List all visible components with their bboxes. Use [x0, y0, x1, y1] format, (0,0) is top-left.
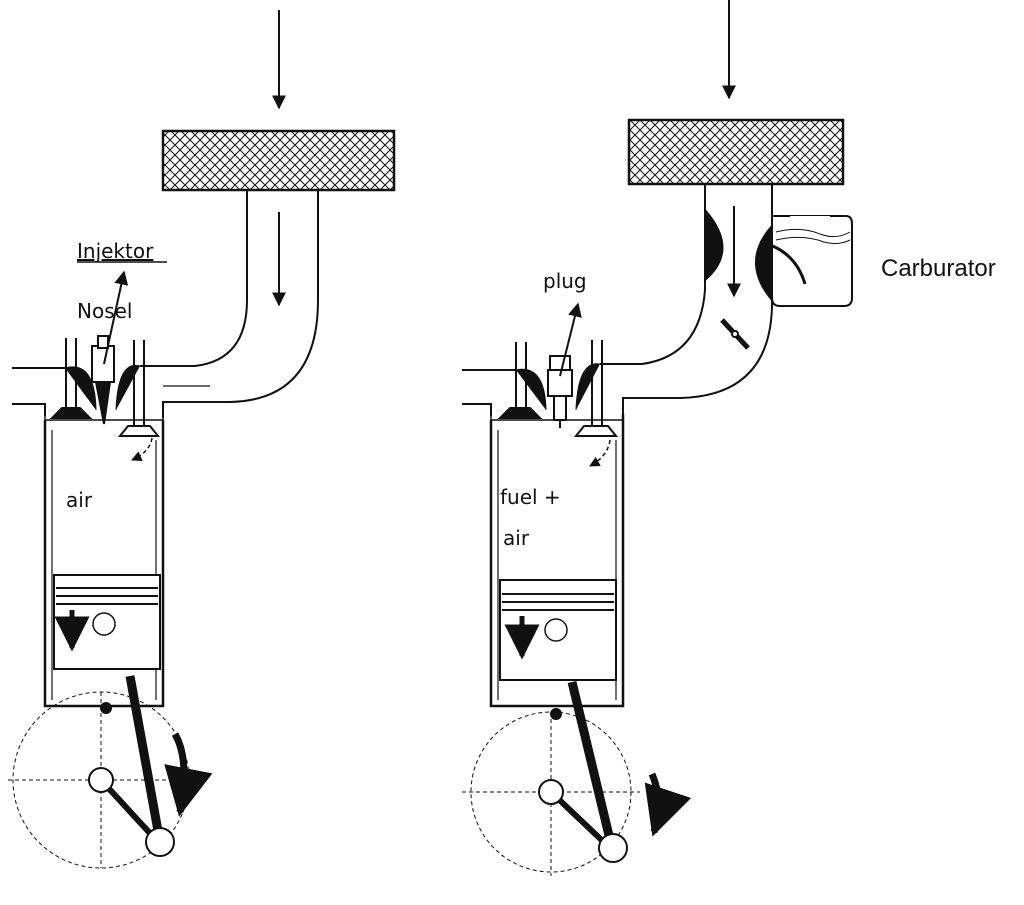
crank-rotation-arrow — [164, 732, 213, 817]
diesel-engine: Injektor Nosel air — [8, 10, 396, 869]
intake-pipe-outer — [162, 190, 319, 418]
venturi-left — [704, 207, 724, 283]
valve-port-shapes — [64, 364, 141, 411]
plug-pointer-arrow — [559, 302, 582, 377]
crank-icon — [8, 675, 194, 869]
injector-pointer-arrow — [103, 270, 129, 365]
air-filter-icon — [627, 118, 845, 186]
intake-valve-icon — [117, 340, 161, 437]
carburetor-label: Carburator — [881, 255, 996, 282]
carburetor-icon — [759, 215, 853, 307]
plug-label: plug — [543, 269, 587, 293]
valve-port-shapes — [515, 363, 601, 411]
injector-icon — [91, 335, 115, 425]
throttle-valve-icon — [720, 318, 750, 350]
exhaust-pipe — [12, 367, 65, 416]
crank-rotation-arrow — [644, 772, 692, 837]
petrol-chamber-label-line2: air — [503, 526, 530, 550]
intake-swirl-arrow — [131, 437, 153, 461]
diesel-chamber-label: air — [66, 488, 93, 512]
spark-plug-icon — [547, 355, 573, 428]
crank-icon — [462, 680, 640, 876]
petrol-engine: plug Carburator fuel + air — [462, 0, 996, 876]
exhaust-pipe — [462, 369, 516, 416]
injector-label: Injektor — [77, 239, 154, 263]
petrol-chamber-label-line1: fuel + — [500, 485, 561, 509]
intake-pipe-outer — [622, 184, 773, 414]
venturi-right — [755, 223, 773, 303]
intake-pipe — [140, 190, 248, 367]
intake-swirl-arrow — [589, 439, 611, 467]
intake-pipe — [600, 184, 706, 365]
intake-valve-icon — [573, 340, 619, 437]
cylinder-wall — [489, 414, 625, 708]
piston-icon — [499, 579, 617, 681]
nozzle-label: Nosel — [77, 299, 132, 323]
air-filter-icon — [161, 129, 396, 192]
exhaust-valve-icon — [497, 342, 543, 419]
